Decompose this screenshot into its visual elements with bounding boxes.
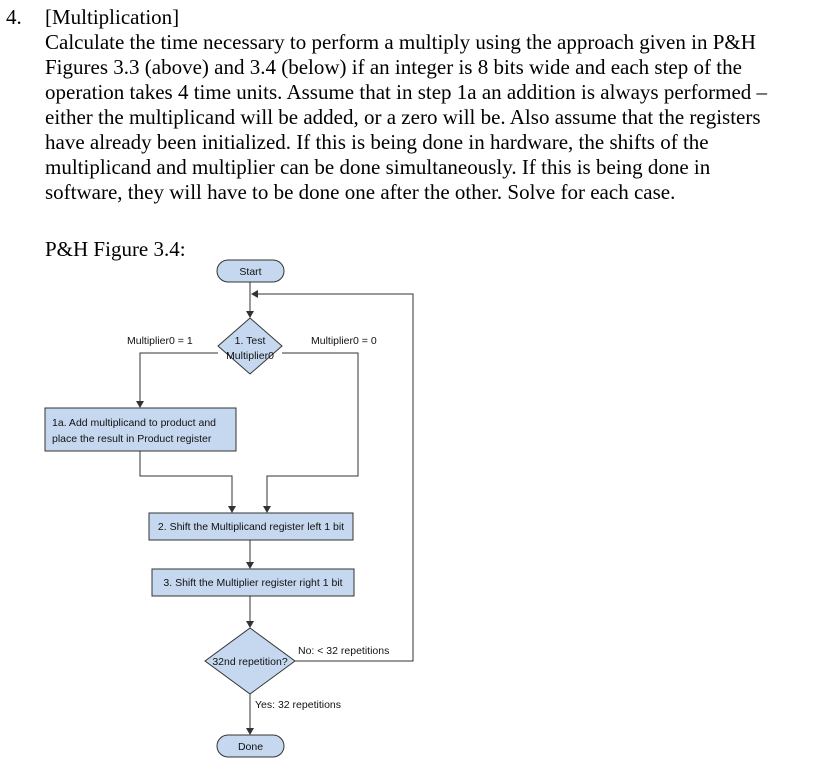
loop-back-connector	[254, 293, 414, 662]
step-1a-line1: 1a. Add multiplicand to product and	[52, 417, 216, 429]
question-line: Calculate the time necessary to perform …	[45, 30, 756, 54]
step-2-box	[148, 512, 354, 541]
step-1a-box	[44, 407, 237, 452]
question-line: have already been initialized. If this i…	[45, 130, 709, 154]
arrowhead	[136, 401, 144, 408]
question-line: either the multiplicand will be added, o…	[45, 105, 761, 129]
no-repetitions-label: No: < 32 repetitions	[298, 645, 389, 657]
question-body: Calculate the time necessary to perform …	[45, 30, 827, 205]
yes-repetitions-label: Yes: 32 repetitions	[255, 699, 341, 711]
question-line: software, they will have to be done one …	[45, 180, 676, 204]
arrowhead	[246, 562, 254, 569]
test-label-line2: Multiplier0	[226, 350, 274, 362]
test-multiplier-diamond	[217, 317, 283, 375]
connector	[139, 451, 233, 510]
question-line: Figures 3.3 (above) and 3.4 (below) if a…	[45, 55, 742, 79]
question-line: operation takes 4 time units. Assume tha…	[45, 80, 768, 104]
question-title: [Multiplication]	[45, 5, 180, 29]
connector	[139, 352, 218, 404]
multiplier0-equals-1-label: Multiplier0 = 1	[127, 335, 193, 347]
question-number: 4.	[6, 5, 22, 29]
connector	[266, 352, 359, 510]
step-3-box	[151, 568, 355, 597]
step-3-label: 3. Shift the Multiplier register right 1…	[163, 577, 342, 589]
question-line: multiplicand and multiplier can be done …	[45, 155, 711, 179]
arrowhead	[228, 506, 236, 513]
done-label: Done	[238, 741, 263, 753]
arrowhead	[246, 621, 254, 628]
test-label-line1: 1. Test	[235, 335, 266, 347]
arrowhead	[246, 311, 254, 318]
arrowhead	[251, 290, 258, 298]
decision-label: 32nd repetition?	[212, 656, 287, 668]
start-label: Start	[239, 266, 261, 278]
multiplier0-equals-0-label: Multiplier0 = 0	[311, 335, 377, 347]
step-2-label: 2. Shift the Multiplicand register left …	[158, 521, 344, 533]
done-terminal	[216, 734, 285, 758]
step-1a-line2: place the result in Product register	[52, 433, 212, 445]
figure-caption: P&H Figure 3.4:	[45, 237, 186, 261]
arrowhead	[246, 728, 254, 735]
arrowhead	[263, 506, 271, 513]
